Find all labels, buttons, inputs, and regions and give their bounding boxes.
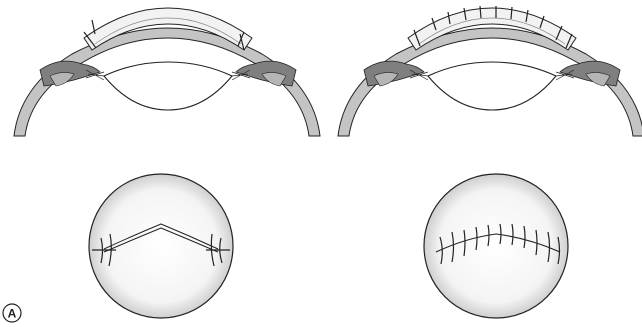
cross-section-left — [14, 8, 320, 136]
lens-right — [428, 62, 556, 110]
lens-left — [104, 62, 232, 110]
front-view-left — [89, 174, 233, 318]
front-view-right — [424, 174, 568, 318]
panel-label: A — [3, 304, 21, 322]
panel-label-text: A — [8, 307, 17, 321]
cross-section-right — [338, 6, 642, 136]
